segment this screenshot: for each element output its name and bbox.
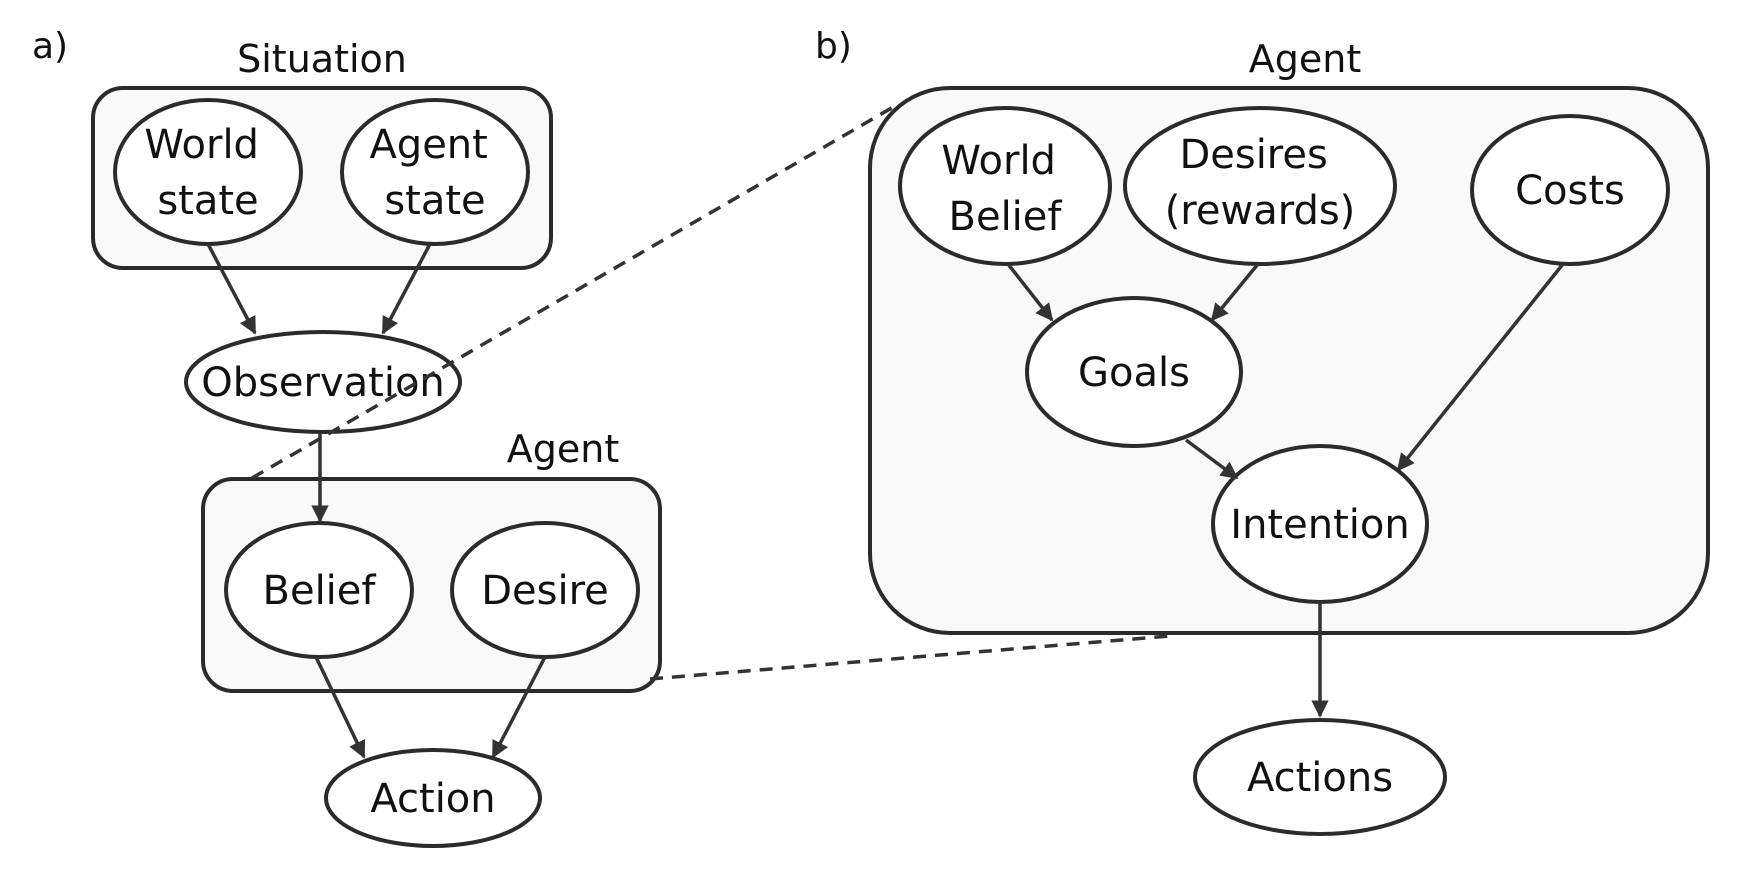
edge-goals-to-intention xyxy=(1184,438,1239,480)
goals-node xyxy=(1025,296,1243,448)
agent-state-line-1: Agent xyxy=(369,122,487,168)
edge-desires-to-goals xyxy=(1210,262,1260,322)
world-belief-label: World Belief xyxy=(941,138,1068,240)
agent-state-node xyxy=(340,98,530,246)
belief-node xyxy=(224,521,414,659)
world-state-line-2: state xyxy=(157,178,258,224)
agent-b-title: Agent xyxy=(1249,37,1361,81)
belief-label: Belief xyxy=(263,568,377,614)
edge-agent-state-to-observation xyxy=(381,243,432,335)
costs-node xyxy=(1470,114,1670,266)
agent-state-label: Agent state xyxy=(369,122,500,224)
observation-node xyxy=(184,330,462,434)
desires-line-2: (rewards) xyxy=(1165,188,1356,234)
situation-title: Situation xyxy=(237,37,407,81)
actions-node xyxy=(1193,718,1447,836)
edge-costs-to-intention xyxy=(1396,262,1565,472)
edge-belief-to-action xyxy=(314,656,366,759)
action-label: Action xyxy=(370,776,495,822)
agent-a-title: Agent xyxy=(507,427,619,471)
panel-a-label: a) xyxy=(32,26,68,67)
action-node xyxy=(324,748,542,848)
actions-label: Actions xyxy=(1247,755,1393,801)
edge-world-state-to-observation xyxy=(206,243,257,335)
world-belief-line-2: Belief xyxy=(949,194,1063,240)
world-belief-node xyxy=(898,106,1112,266)
intention-label: Intention xyxy=(1230,502,1409,548)
desire-label: Desire xyxy=(481,568,609,614)
costs-label: Costs xyxy=(1515,168,1625,214)
world-state-line-1: World xyxy=(144,122,259,168)
goals-label: Goals xyxy=(1078,350,1190,396)
edge-desire-to-action xyxy=(491,656,547,759)
agent-state-line-2: state xyxy=(384,178,485,224)
zoom-connector-bottom xyxy=(649,634,1171,681)
desires-line-1: Desires xyxy=(1179,132,1327,178)
world-state-label: World state xyxy=(144,122,271,224)
panel-b-label: b) xyxy=(815,26,852,67)
desires-label: Desires (rewards) xyxy=(1165,132,1356,234)
world-belief-line-1: World xyxy=(941,138,1056,184)
edge-world-belief-to-goals xyxy=(1006,262,1054,322)
observation-label: Observation xyxy=(201,360,445,406)
desires-node xyxy=(1123,106,1397,266)
zoom-connector-top xyxy=(251,104,896,480)
